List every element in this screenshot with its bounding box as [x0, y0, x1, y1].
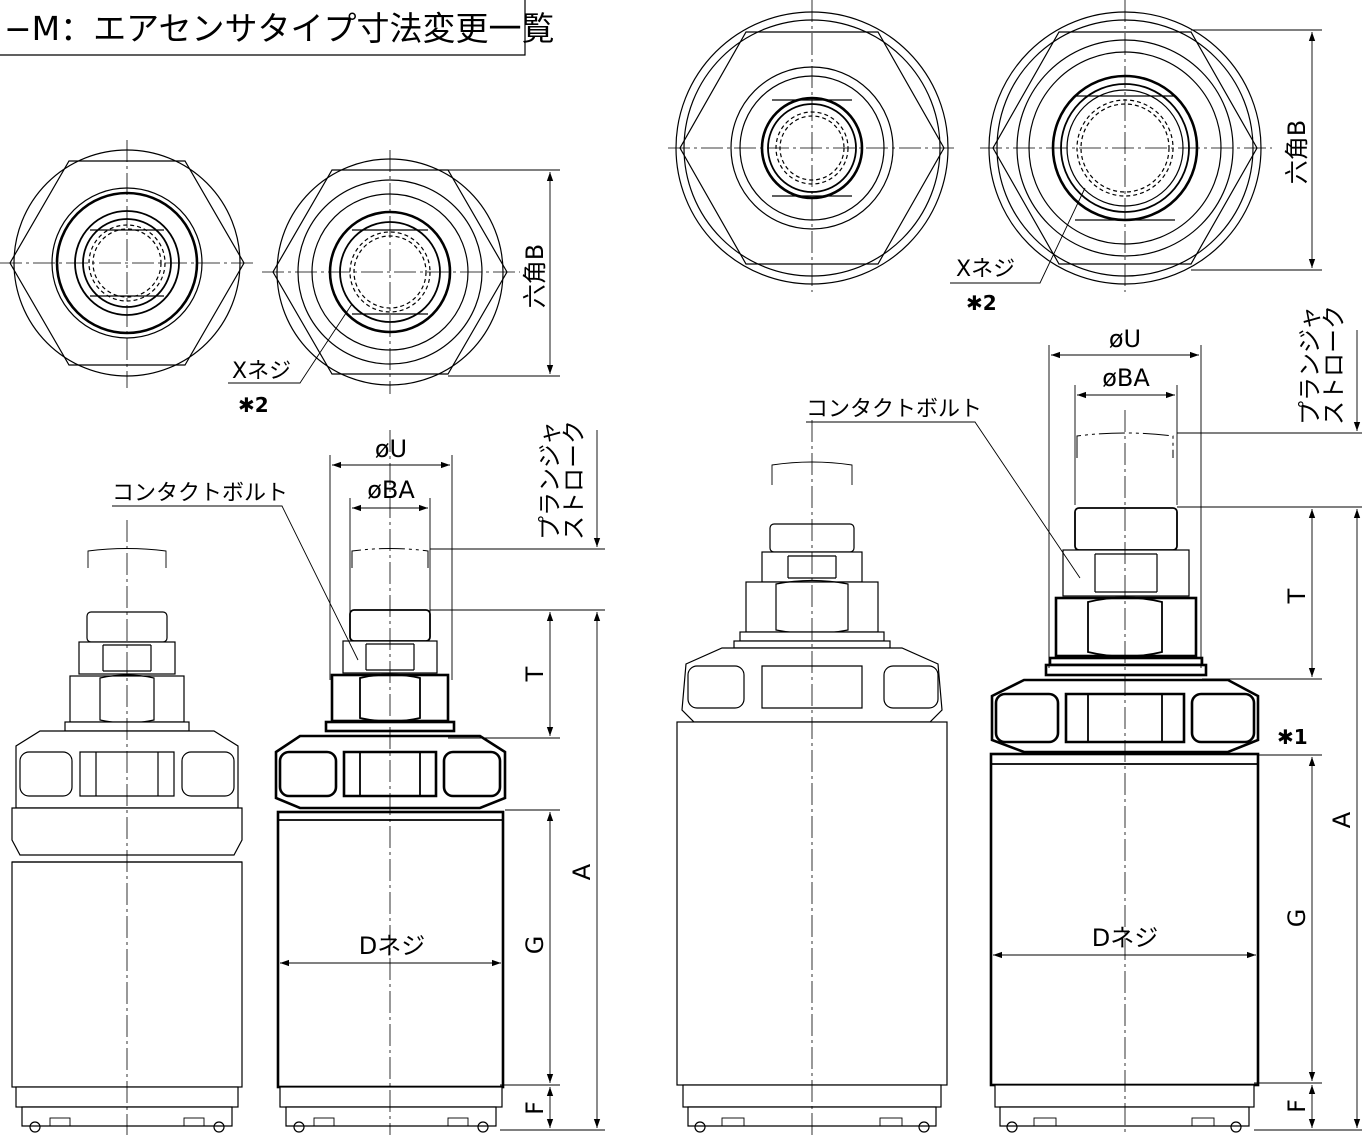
hex-b-dimension-small: 六角B: [448, 169, 560, 377]
hex-b-dimension-large: 六角B: [1191, 29, 1322, 271]
x-thread-callout-large: Xネジ ✱2: [950, 187, 1086, 315]
phi-ba-label: øBA: [1102, 364, 1150, 392]
phi-u-label: øU: [1109, 325, 1141, 353]
x-thread-label: Xネジ: [232, 359, 291, 384]
large-top-view-left: [668, 0, 958, 292]
x-thread-label: Xネジ: [956, 257, 1015, 282]
hex-b-label: 六角B: [1283, 120, 1311, 184]
plunger-stroke-line1: プランジャ: [1296, 306, 1324, 425]
plunger-stroke-line2: ストローク: [1320, 305, 1348, 425]
small-side-view-dimensioned: [274, 430, 507, 1135]
dim-g-label: G: [1283, 909, 1311, 928]
d-thread-label: Dネジ: [1092, 924, 1158, 952]
note-2-label: ✱2: [238, 393, 269, 417]
dim-g-label: G: [521, 936, 549, 955]
dim-t-label: T: [521, 666, 549, 682]
note-2-label: ✱2: [966, 291, 997, 315]
small-top-view-right: [262, 150, 520, 394]
plunger-stroke-line2: ストローク: [560, 420, 588, 540]
dim-a-label: A: [1328, 811, 1356, 828]
dim-f-label: F: [1283, 1099, 1311, 1113]
small-dimensions: øU øBA コンタクトボルト プランジャ ストローク T A G F Dネジ: [112, 420, 605, 1131]
d-thread-label: Dネジ: [359, 932, 425, 960]
large-side-view-dimensioned: [989, 410, 1260, 1135]
large-top-view-right: [980, 0, 1272, 292]
dim-t-label: T: [1283, 588, 1311, 604]
large-dimensions: øU øBA コンタクトボルト プランジャ ストローク T A G F ✱1 D…: [806, 305, 1362, 1131]
phi-u-label: øU: [375, 435, 407, 463]
small-top-view-left: [0, 140, 255, 388]
x-thread-callout-small: Xネジ ✱2: [228, 303, 353, 417]
phi-ba-label: øBA: [367, 476, 415, 504]
plunger-stroke-line1: プランジャ: [536, 421, 564, 540]
page-title: −M：エアセンサタイプ寸法変更一覧: [4, 9, 554, 48]
contact-bolt-label: コンタクトボルト: [806, 397, 982, 422]
small-side-view-outline: [11, 520, 243, 1135]
large-side-view-outline: [676, 420, 948, 1135]
title-box: −M：エアセンサタイプ寸法変更一覧: [0, 0, 554, 56]
note-1-label: ✱1: [1277, 725, 1308, 749]
hex-b-label: 六角B: [521, 244, 549, 308]
dim-a-label: A: [568, 863, 596, 880]
contact-bolt-label: コンタクトボルト: [112, 481, 288, 506]
dim-f-label: F: [521, 1101, 549, 1115]
